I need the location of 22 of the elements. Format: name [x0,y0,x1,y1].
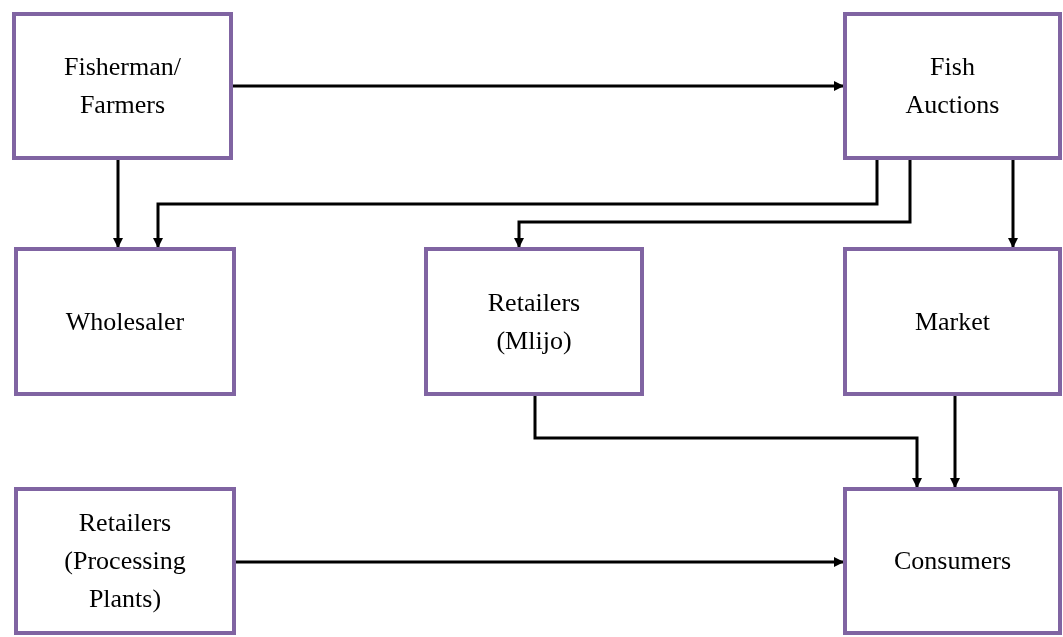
arrow [1008,160,1018,248]
arrow [533,396,922,488]
process-box [843,247,1062,396]
arrow [236,557,844,567]
node-label: Wholesaler [65,305,185,338]
process-box [14,487,236,635]
arrow [113,160,123,248]
arrow [153,160,879,248]
process-box [12,12,233,160]
process-box [843,12,1062,160]
arrow [233,81,844,91]
node-label: Consumers [894,545,1011,578]
node-label: Fish Auctions [904,51,1001,121]
node-label: Market [914,305,991,338]
arrow [514,160,912,248]
process-box [424,247,644,396]
process-box [843,487,1062,635]
arrow [950,396,960,488]
node-label: Fisherman/ Farmers [63,51,182,121]
node-label: Retailers (Mlijo) [486,286,582,357]
process-box [14,247,236,396]
node-label: Retailers (Processing Plants) [63,507,187,615]
